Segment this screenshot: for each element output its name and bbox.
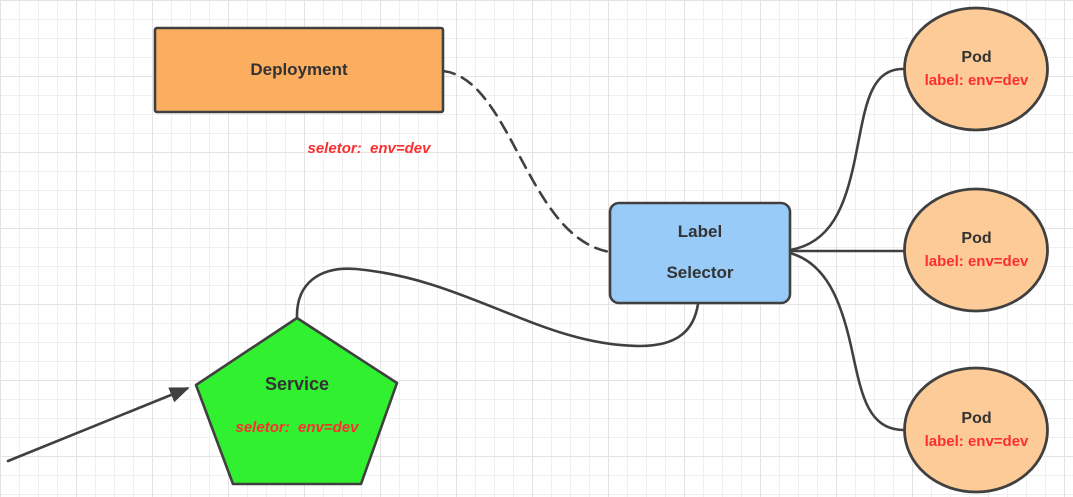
pod-label: Pod bbox=[961, 229, 992, 247]
pod-node-3 bbox=[903, 366, 1049, 494]
pod-sublabel: label: env=dev bbox=[924, 432, 1029, 450]
pod-text-3: Pod label: env=dev bbox=[905, 369, 1048, 491]
deployment-label: Deployment bbox=[250, 59, 348, 79]
pod-node-1 bbox=[903, 6, 1049, 132]
label-selector-label: Label Selector bbox=[610, 203, 790, 303]
pod-text-1: Pod label: env=dev bbox=[905, 8, 1048, 130]
service-label: Service bbox=[264, 374, 330, 395]
edge-selector-to-pod-3 bbox=[788, 251, 905, 432]
pod-node-2 bbox=[903, 187, 1049, 313]
service-selector-annotation: seletor: env=dev bbox=[235, 418, 359, 436]
pod-sublabel: label: env=dev bbox=[924, 252, 1029, 270]
arrow-into-service bbox=[6, 387, 190, 463]
pod-sublabel: label: env=dev bbox=[924, 71, 1029, 89]
edge-service-to-selector bbox=[295, 267, 700, 348]
edge-deployment-to-selector bbox=[441, 69, 612, 254]
label-selector-line2: Selector bbox=[666, 263, 734, 282]
deployment-selector-annotation: seletor: env=dev bbox=[307, 139, 431, 157]
edge-selector-to-pod-1 bbox=[788, 67, 905, 252]
pod-text-2: Pod label: env=dev bbox=[905, 189, 1048, 311]
service-node bbox=[194, 316, 399, 486]
pod-label: Pod bbox=[961, 409, 992, 427]
label-selector-node bbox=[608, 201, 792, 305]
deployment-node bbox=[153, 26, 445, 114]
pod-label: Pod bbox=[961, 48, 992, 66]
label-selector-line1: Label bbox=[677, 222, 723, 242]
